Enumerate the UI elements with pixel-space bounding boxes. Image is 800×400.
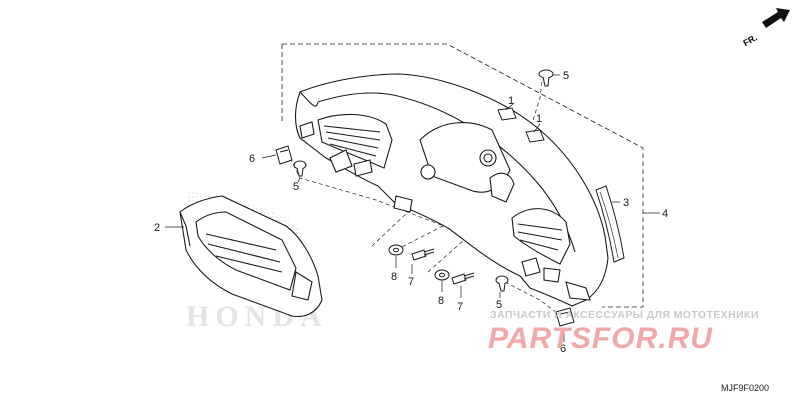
callout-7: 7 [457,301,463,313]
callout-leaders [165,74,620,342]
watermark-site: PARTSFOR.RU [488,322,713,355]
callout-7: 7 [408,276,414,288]
callout-5: 5 [563,70,569,82]
front-direction-arrow: FR. [741,8,790,48]
callout-8: 8 [438,295,444,307]
callout-5: 5 [293,181,299,193]
direction-label: FR. [741,32,759,48]
callout-1: 1 [536,113,542,125]
callout-6: 6 [560,343,566,355]
callout-3: 3 [623,197,629,209]
bolt-part-7 [411,248,475,285]
callout-labels: 1 1 2 3 4 5 5 5 6 6 7 7 8 8 [154,70,668,355]
callout-6: 6 [249,153,255,165]
watermark-tagline: ЗАПЧАСТИ И АКСЕССУАРЫ ДЛЯ МОТОТЕХНИКИ [490,309,759,321]
callout-5: 5 [496,299,502,311]
screw-part-5 [293,69,554,292]
callout-2: 2 [154,222,160,234]
clip-nut-part-6 [275,145,575,327]
callout-4: 4 [662,208,668,220]
callout-1: 1 [508,95,514,107]
watermark: ЗАПЧАСТИ И АКСЕССУАРЫ ДЛЯ МОТОТЕХНИКИ PA… [488,309,759,355]
assembly-outline-part-4 [282,43,644,308]
meter-visor-part-2 [179,195,323,318]
callout-8: 8 [391,271,397,283]
diagram-code: MJF9F0200 [721,383,769,393]
washer-part-8 [388,244,450,281]
